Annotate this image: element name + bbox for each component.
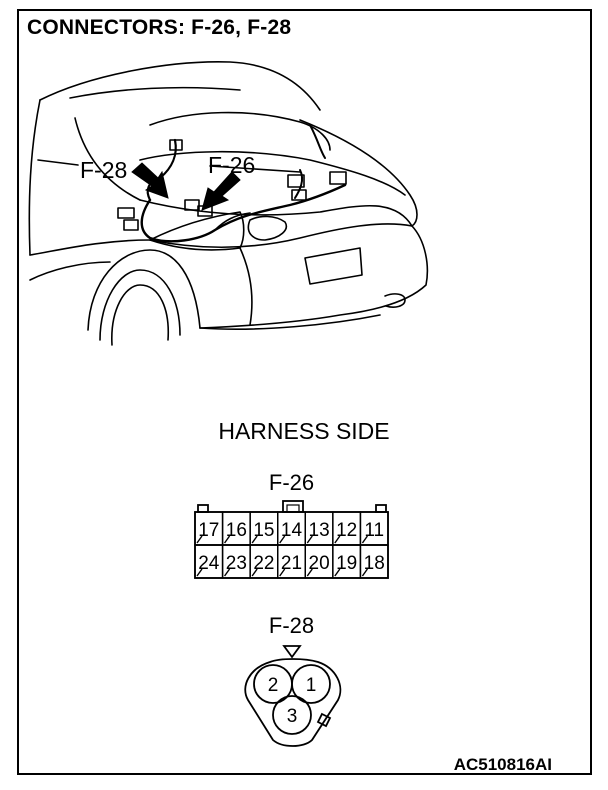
figure-code: AC510816AI xyxy=(453,755,552,774)
diagram-frame xyxy=(17,9,592,775)
pin-notch xyxy=(361,568,368,577)
pin-number: 20 xyxy=(309,553,330,574)
pin-number: 3 xyxy=(287,706,298,727)
pin-number: 17 xyxy=(198,520,219,541)
pin-notch xyxy=(224,535,231,544)
callout-f26: F-26 xyxy=(208,152,256,178)
pin-notch xyxy=(224,568,231,577)
pin-number: 14 xyxy=(281,520,303,541)
pin-notch xyxy=(306,535,313,544)
pin-number: 13 xyxy=(309,520,330,541)
pin-number: 22 xyxy=(253,553,274,574)
pin-notch xyxy=(196,568,203,577)
pin-number: 24 xyxy=(198,553,220,574)
pin-number: 1 xyxy=(306,675,317,696)
pin-notch xyxy=(251,568,258,577)
connector-f28-label: F-28 xyxy=(268,613,315,638)
pin-number: 18 xyxy=(364,553,385,574)
pin-notch xyxy=(279,568,286,577)
harness-side-label: HARNESS SIDE xyxy=(218,418,390,444)
diagram-title: CONNECTORS: F-26, F-28 xyxy=(27,16,292,39)
pin-notch xyxy=(251,535,258,544)
pin-notch xyxy=(334,535,341,544)
pin-number: 2 xyxy=(268,675,279,696)
pin-number: 19 xyxy=(336,553,357,574)
pin-notch xyxy=(196,535,203,544)
car-illustration xyxy=(28,61,429,346)
pin-notch xyxy=(334,568,341,577)
pin-notch xyxy=(361,535,368,544)
pin-number: 12 xyxy=(336,520,357,541)
pin-notch xyxy=(306,568,313,577)
callout-f28: F-28 xyxy=(80,157,128,183)
pin-number: 16 xyxy=(226,520,247,541)
connector-f26-label: F-26 xyxy=(268,470,315,495)
pin-cell xyxy=(359,544,389,579)
pin-number: 23 xyxy=(226,553,247,574)
pin-number: 11 xyxy=(364,520,384,541)
pin-notch xyxy=(279,535,286,544)
pin-number: 21 xyxy=(281,553,302,574)
pin-number: 15 xyxy=(253,520,274,541)
